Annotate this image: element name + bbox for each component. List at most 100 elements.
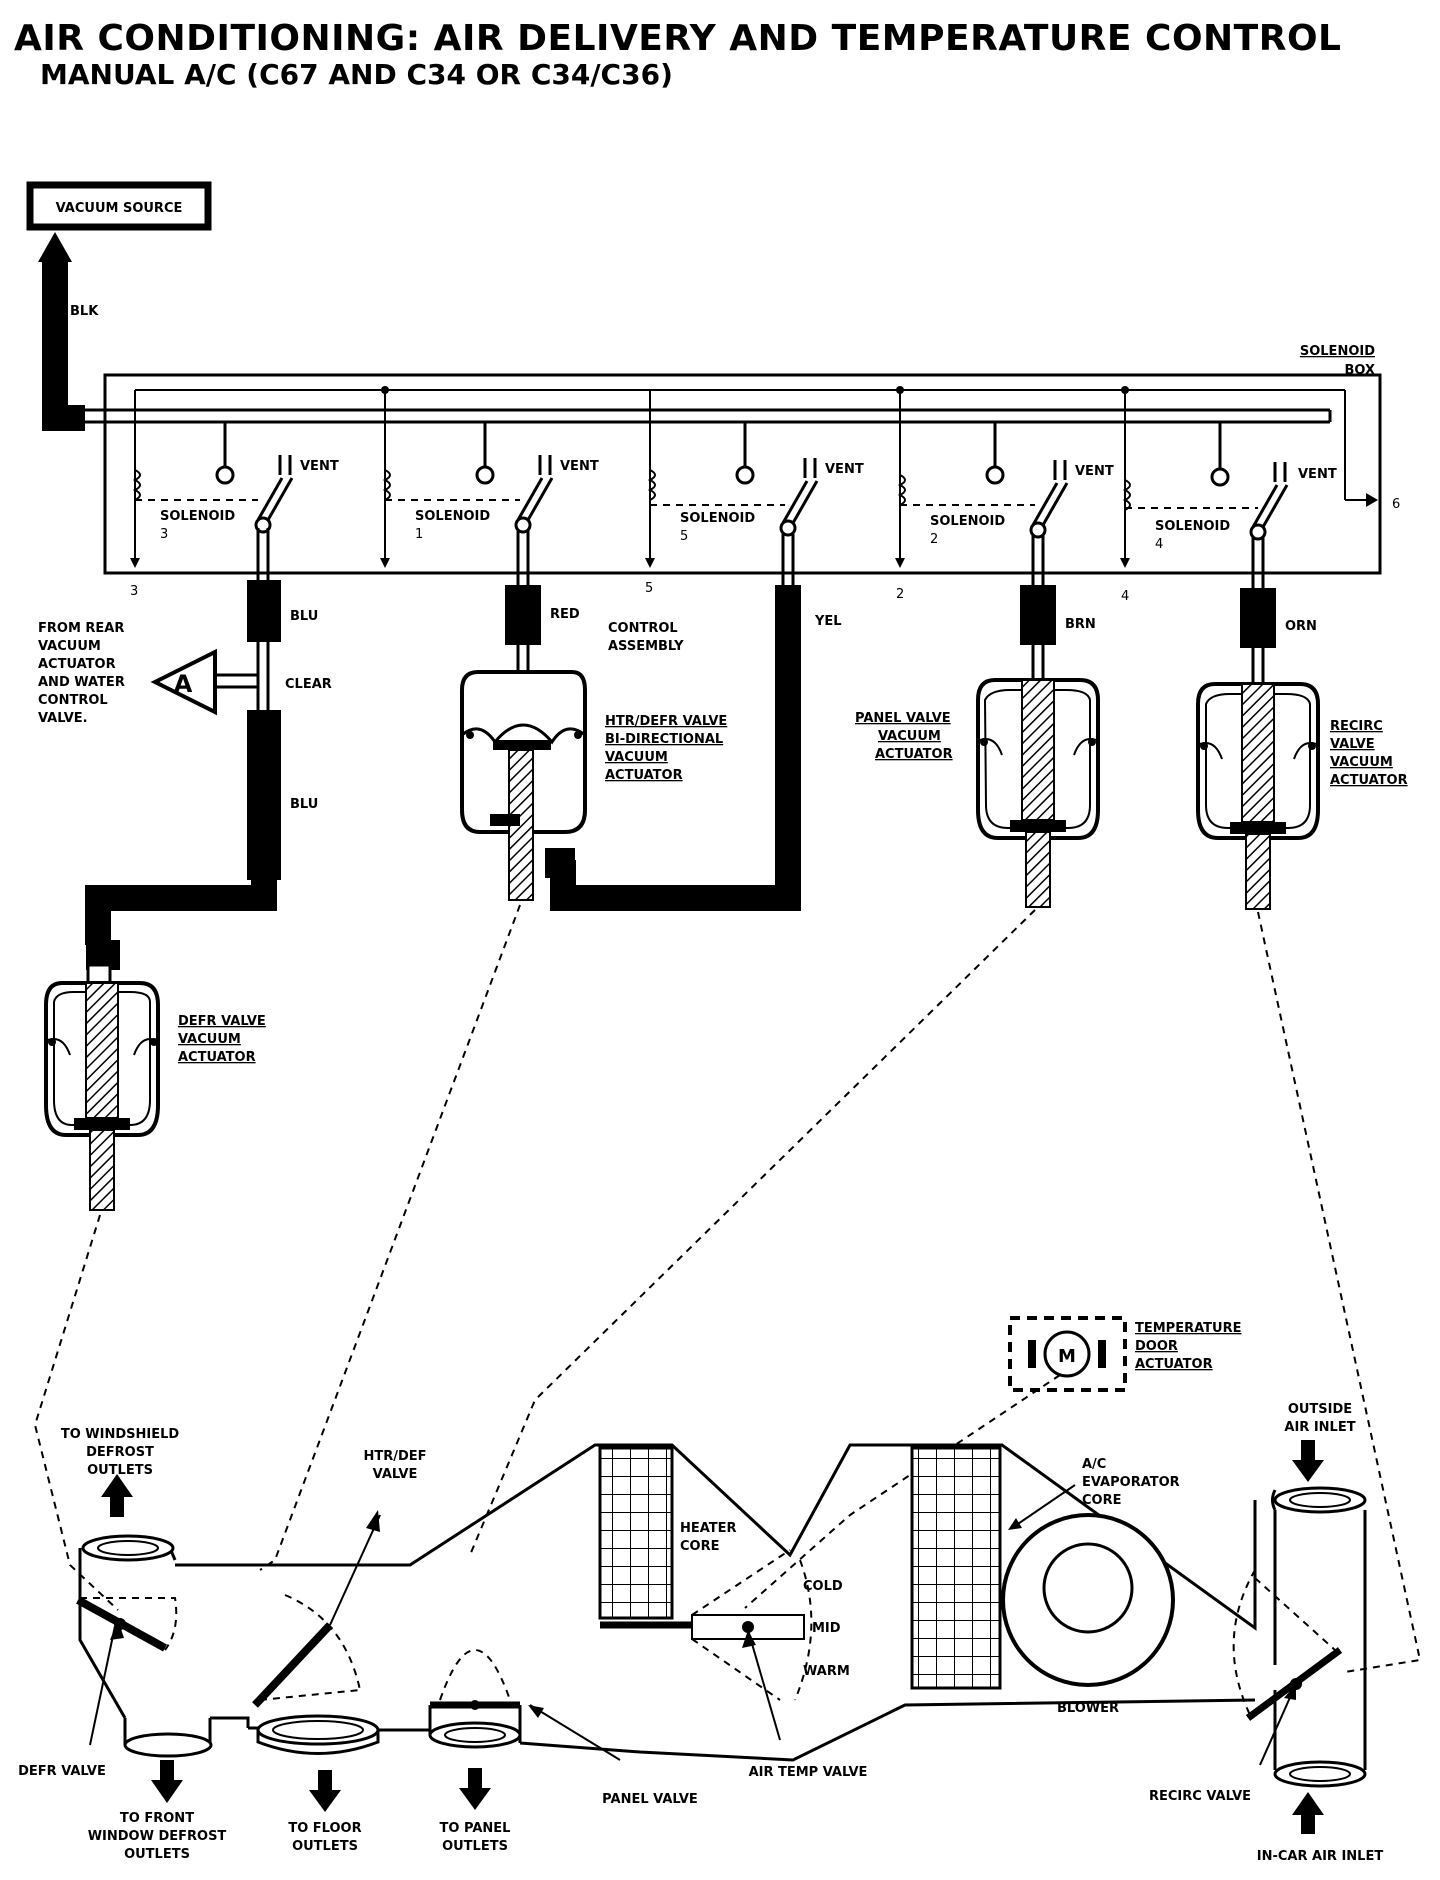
clear-label: CLEAR xyxy=(285,677,332,692)
panel-outlets-line-2: OUTLETS xyxy=(442,1839,508,1854)
defr-actuator-line-3: ACTUATOR xyxy=(178,1050,256,1065)
temp-door-line-1: TEMPERATURE xyxy=(1135,1321,1241,1336)
blu2-label: BLU xyxy=(290,797,318,812)
defr-valve-label: DEFR VALVE xyxy=(18,1764,106,1779)
vacuum-source-label: VACUUM SOURCE xyxy=(56,201,183,216)
solenoid-box-label-2: BOX xyxy=(1344,363,1375,378)
temp-door-line-3: ACTUATOR xyxy=(1135,1357,1213,1372)
outside-air-inlet: OUTSIDE AIR INLET xyxy=(1271,1402,1367,1670)
solenoid-unit-4: VENT SOLENOID 4 4 xyxy=(1120,390,1337,604)
yel-hose: YEL xyxy=(550,532,842,911)
htr-defr-actuator-line-3: VACUUM xyxy=(605,750,668,765)
evaporator-core: A/C EVAPORATOR CORE xyxy=(910,1446,1180,1690)
solenoid-5-label: SOLENOID xyxy=(680,511,755,526)
panel-actuator-line-2: VACUUM xyxy=(878,729,941,744)
solenoid-unit-1: VENT SOLENOID 1 xyxy=(380,390,599,568)
panel-actuator-line-3: ACTUATOR xyxy=(875,747,953,762)
incar-air-inlet: IN-CAR AIR INLET xyxy=(1257,1660,1384,1864)
red-hose: RED xyxy=(505,530,580,672)
rear-vacuum-line-1: FROM REAR xyxy=(38,621,124,636)
solenoid-5-num: 5 xyxy=(680,529,688,544)
evaporator-line-2: EVAPORATOR xyxy=(1082,1475,1180,1490)
solenoid-1-num: 1 xyxy=(415,527,423,542)
solenoid-box-label-1: SOLENOID xyxy=(1300,344,1375,359)
panel-outlet: TO PANEL OUTLETS PANEL VALVE xyxy=(428,1649,698,1854)
red-label: RED xyxy=(550,607,580,622)
solenoid-3-num: 3 xyxy=(160,527,168,542)
vent-label-2: VENT xyxy=(1075,464,1114,479)
page-subtitle: MANUAL A/C (C67 AND C34 OR C34/C36) xyxy=(40,58,673,91)
vacuum-source: VACUUM SOURCE xyxy=(26,181,212,231)
panel-actuator-line-1: PANEL VALVE xyxy=(855,711,951,726)
air-temp-valve-label: AIR TEMP VALVE xyxy=(749,1765,868,1780)
recirc-actuator-line-2: VALVE xyxy=(1330,737,1375,752)
solenoid-3-label: SOLENOID xyxy=(160,509,235,524)
defr-valve-actuator: DEFR VALVE VACUUM ACTUATOR xyxy=(44,963,266,1211)
temp-door-line-2: DOOR xyxy=(1135,1339,1178,1354)
windshield-line-2: DEFROST xyxy=(86,1445,154,1460)
outside-air-line-2: AIR INLET xyxy=(1284,1420,1355,1435)
solenoid-2-num: 2 xyxy=(930,532,938,547)
solenoid-box: SOLENOID BOX 6 xyxy=(82,344,1400,575)
rear-vacuum-line-3: ACTUATOR xyxy=(38,657,116,672)
defr-actuator-line-1: DEFR VALVE xyxy=(178,1014,266,1029)
rear-vacuum-line-2: VACUUM xyxy=(38,639,101,654)
windshield-line-1: TO WINDSHIELD xyxy=(61,1427,180,1442)
motor-label: M xyxy=(1058,1346,1076,1367)
vent-label-5: VENT xyxy=(825,462,864,477)
htr-defr-actuator-line-4: ACTUATOR xyxy=(605,768,683,783)
vent-label-4: VENT xyxy=(1298,467,1337,482)
heater-core-line-1: HEATER xyxy=(680,1521,737,1536)
defrost-outlet-area: TO WINDSHIELD DEFROST OUTLETS DEFR VALVE xyxy=(18,1427,179,1779)
vent-label-1: VENT xyxy=(560,459,599,474)
blk-hose: BLK xyxy=(38,232,99,431)
panel-valve-label: PANEL VALVE xyxy=(602,1792,698,1807)
htr-defr-actuator-line-2: BI-DIRECTIONAL xyxy=(605,732,723,747)
htr-defr-actuator-line-1: HTR/DEFR VALVE xyxy=(605,714,727,729)
solenoid-4-num: 4 xyxy=(1155,537,1163,552)
hvac-case xyxy=(175,1443,1257,1762)
port-2: 2 xyxy=(896,587,904,602)
brn-hose: BRN xyxy=(1020,534,1096,680)
rear-vacuum-line-4: AND WATER xyxy=(38,675,125,690)
floor-line-1: TO FLOOR xyxy=(288,1821,361,1836)
cold-label: COLD xyxy=(803,1579,843,1594)
rear-vacuum-label: FROM REAR VACUUM ACTUATOR AND WATER CONT… xyxy=(38,621,125,726)
brn-label: BRN xyxy=(1065,617,1096,632)
windshield-line-3: OUTLETS xyxy=(87,1463,153,1478)
port-4: 4 xyxy=(1121,589,1129,604)
recirc-valve-actuator: RECIRC VALVE VACUUM ACTUATOR xyxy=(1196,682,1408,910)
incar-air-label: IN-CAR AIR INLET xyxy=(1257,1849,1384,1864)
port-5: 5 xyxy=(645,581,653,596)
blu-label: BLU xyxy=(290,609,318,624)
port-3: 3 xyxy=(130,584,138,599)
panel-outlets-line-1: TO PANEL xyxy=(440,1821,511,1836)
floor-outlet: TO FLOOR OUTLETS xyxy=(248,1714,430,1854)
front-window-line-3: OUTLETS xyxy=(124,1847,190,1862)
defr-actuator-line-2: VACUUM xyxy=(178,1032,241,1047)
recirc-actuator-line-1: RECIRC xyxy=(1330,719,1383,734)
yel-label: YEL xyxy=(814,614,842,629)
heater-core: HEATER CORE xyxy=(598,1446,737,1629)
evaporator-line-3: CORE xyxy=(1082,1493,1121,1508)
rear-vacuum-line-5: CONTROL xyxy=(38,693,108,708)
recirc-actuator-line-3: VACUUM xyxy=(1330,755,1393,770)
solenoid-unit-2: VENT SOLENOID 2 2 xyxy=(895,390,1114,602)
evaporator-line-1: A/C xyxy=(1082,1457,1106,1472)
control-assembly-label: CONTROL ASSEMBLY xyxy=(608,621,684,654)
htr-def-valve: HTR/DEF VALVE xyxy=(252,1449,427,1708)
floor-line-2: OUTLETS xyxy=(292,1839,358,1854)
blu-hose: BLU CLEAR BLU xyxy=(85,528,332,970)
rear-vacuum-line-6: VALVE. xyxy=(38,711,88,726)
solenoid-1-label: SOLENOID xyxy=(415,509,490,524)
vent-label-3: VENT xyxy=(300,459,339,474)
connector-a-label: A xyxy=(174,670,193,698)
page-title: AIR CONDITIONING: AIR DELIVERY AND TEMPE… xyxy=(14,18,1342,59)
blower: BLOWER xyxy=(1001,1513,1175,1716)
outside-air-line-1: OUTSIDE xyxy=(1288,1402,1352,1417)
solenoid-unit-5: VENT SOLENOID 5 5 xyxy=(645,390,864,596)
orn-hose: ORN xyxy=(1240,536,1317,684)
recirc-valve: RECIRC VALVE xyxy=(1149,1569,1343,1804)
port-6: 6 xyxy=(1392,497,1400,512)
